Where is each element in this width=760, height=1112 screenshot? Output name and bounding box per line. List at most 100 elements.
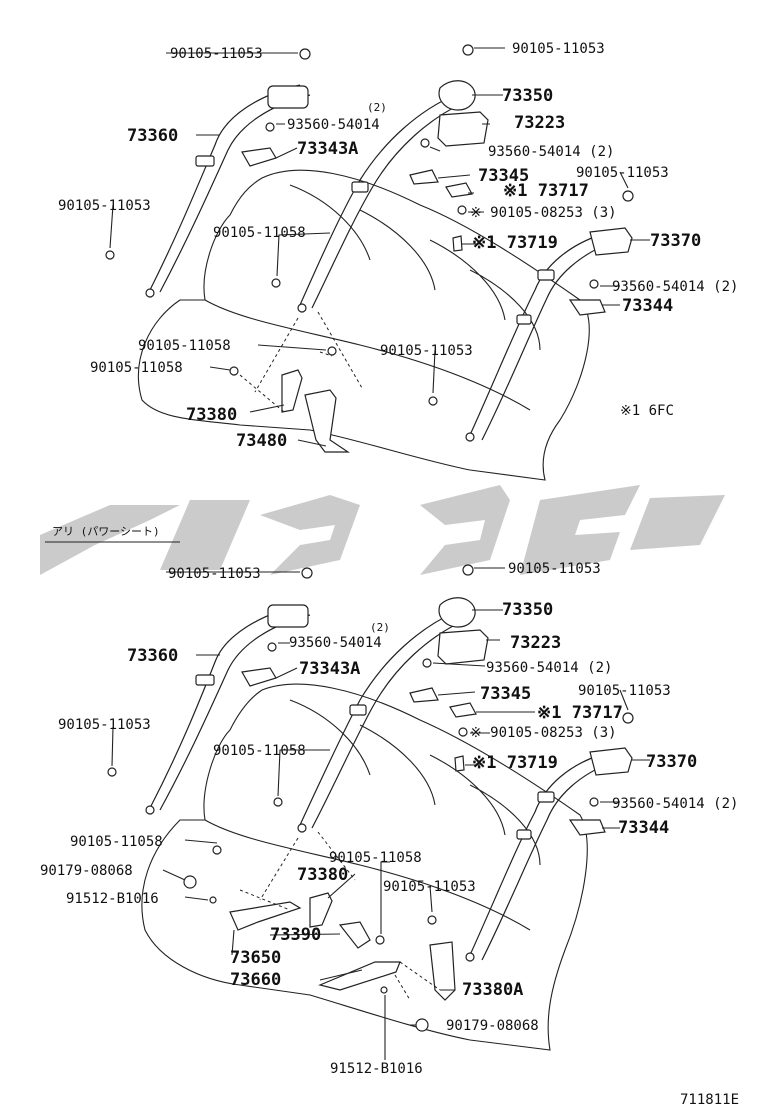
lower-bolts (107, 564, 634, 1032)
lower-left-anchor (145, 805, 155, 815)
lower-bracket-73345 (409, 687, 439, 703)
lower-left-guide (195, 674, 215, 686)
label-l17: 73370 (646, 752, 697, 772)
label-l10: 73345 (480, 684, 531, 704)
bolt-icon (420, 138, 430, 148)
lower-center-belt (299, 611, 466, 829)
bolt-icon (105, 250, 115, 260)
label-u9: 93560-54014 (2) (488, 144, 614, 160)
upper-center-guide (351, 181, 369, 193)
label-l5: 93560-54014 (289, 635, 382, 651)
upper-left-guide (195, 155, 215, 167)
label-l31: 91512-B1016 (330, 1061, 423, 1077)
label-l23: 73380 (297, 865, 348, 885)
lower-clip-73719 (454, 755, 465, 772)
bolt-icon (265, 122, 275, 132)
upper-seat-back-edge (204, 299, 531, 411)
label-l27: 73650 (230, 948, 281, 968)
upper-leaders (109, 47, 650, 447)
label-l12: 90105-11053 (58, 717, 151, 733)
lower-seat-back-edge (204, 819, 531, 931)
label-l8: 73343A (299, 659, 360, 679)
bolt-icon (415, 1018, 429, 1032)
lower-box-73223 (437, 629, 489, 665)
lower-buckle-dashes (239, 831, 441, 1001)
label-l19: 73344 (618, 818, 669, 838)
upper-assembly: 90105-11053 90105-11053 73350 (2) 93560-… (58, 41, 738, 481)
lower-assembly: 90105-11053 90105-11053 73350 (2) 93560-… (40, 561, 738, 1077)
lower-right-belt (469, 754, 611, 961)
lower-seat-outline (141, 683, 588, 1051)
upper-bracket-73343a (241, 147, 277, 167)
bolt-icon (209, 896, 217, 904)
bolt-icon (622, 712, 634, 724)
bolt-icon (107, 767, 117, 777)
label-u16: ※1 73719 (472, 233, 558, 253)
lower-right-anchor (465, 952, 475, 962)
bolt-icon (299, 48, 311, 60)
upper-right-lower-guide (516, 314, 532, 325)
label-u20: 90105-11058 (138, 338, 231, 354)
lower-right-lower-guide (516, 829, 532, 840)
label-u18: 93560-54014 (2) (612, 279, 738, 295)
label-u23: 73380 (186, 405, 237, 425)
label-u7: 73360 (127, 126, 178, 146)
bolt-icon (301, 567, 313, 579)
upper-clip-73719 (452, 235, 463, 252)
bolt-icon (428, 396, 438, 406)
bolt-icon (380, 986, 388, 994)
label-l30: 90179-08068 (446, 1018, 539, 1034)
bolt-icon (183, 875, 197, 889)
bolt-icon (271, 278, 281, 288)
footnote-6fc: ※1 6FC (620, 403, 674, 419)
upper-left-belt (149, 84, 311, 293)
label-l7: 73360 (127, 646, 178, 666)
bolt-icon (327, 346, 337, 356)
label-l9: 93560-54014 (2) (486, 660, 612, 676)
watermark-logo (40, 485, 725, 575)
label-l4: (2) (370, 621, 390, 634)
bolt-icon (462, 44, 474, 56)
label-l28: 73660 (230, 970, 281, 990)
upper-center-retractor (438, 80, 476, 111)
label-u8: 73343A (297, 139, 358, 159)
label-u3: 73350 (502, 86, 553, 106)
label-l1: 90105-11053 (168, 566, 261, 582)
bolt-icon (589, 797, 599, 807)
upper-buckle-dashes (239, 311, 363, 413)
lower-center-guide (349, 704, 367, 716)
label-u6: 73223 (514, 113, 565, 133)
lower-bracket-73343a (241, 667, 277, 687)
lower-right-retractor (589, 747, 633, 776)
upper-clip-73717 (445, 182, 473, 198)
bolt-icon (458, 727, 468, 737)
label-u13: 90105-11053 (58, 198, 151, 214)
upper-right-belt (469, 234, 611, 441)
label-u2: 90105-11053 (512, 41, 605, 57)
upper-box-73223 (437, 111, 489, 147)
lower-buckle-73390 (338, 921, 371, 949)
upper-center-anchor (297, 303, 307, 313)
lower-right-guide (537, 791, 555, 803)
lower-bracket-73344 (568, 819, 606, 836)
label-u10: 73345 (478, 166, 529, 186)
upper-right-retractor (589, 227, 633, 256)
label-l13: ※1 73717 (537, 703, 623, 723)
label-u1: 90105-11053 (170, 46, 263, 62)
lower-left-belt (149, 604, 311, 811)
upper-right-guide (537, 269, 555, 281)
bolt-icon (273, 797, 283, 807)
label-u5: 93560-54014 (287, 117, 380, 133)
label-l18: 93560-54014 (2) (612, 796, 738, 812)
bolt-icon (375, 935, 385, 945)
upper-left-retractor (267, 85, 309, 109)
bolt-icon (212, 845, 222, 855)
label-l2: 90105-11053 (508, 561, 601, 577)
label-u24: 73480 (236, 431, 287, 451)
lower-center-retractor (438, 597, 476, 628)
bolt-icon (229, 366, 239, 376)
bolt-icon (589, 279, 599, 289)
label-u17: 73370 (650, 231, 701, 251)
